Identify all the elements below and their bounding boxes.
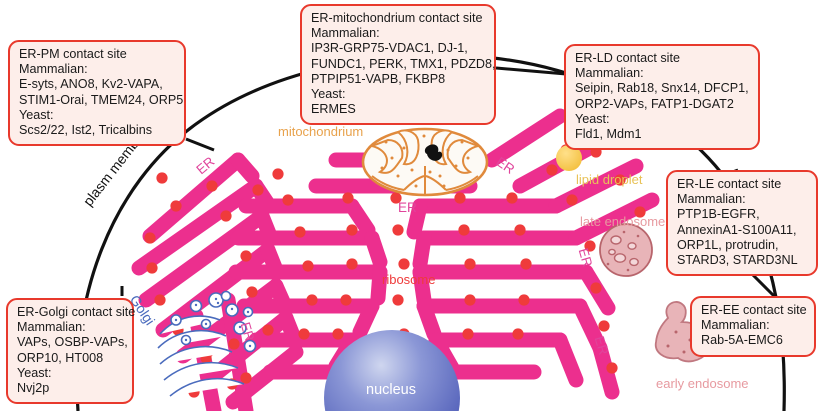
callout-er-golgi-line-5: Nvj2p (17, 381, 50, 396)
callout-er-golgi-line-1: Mammalian: (17, 320, 86, 335)
callout-er-pm-line-5: Scs2/22, Ist2, Tricalbins (19, 123, 152, 138)
callout-er-ld-line-5: Fld1, Mdm1 (575, 127, 642, 142)
leader-er-ld (500, 74, 556, 88)
callout-er-le[interactable]: ER-LE contact site Mammalian: PTP1B-EGFR… (666, 170, 818, 277)
callout-er-golgi-line-2: VAPs, OSBP-VAPs, (17, 335, 128, 350)
callout-er-pm[interactable]: ER-PM contact site Mammalian: E-syts, AN… (8, 40, 186, 147)
callout-er-ee-line-0: ER-EE contact site (701, 303, 807, 317)
callout-er-mito-line-3: FUNDC1, PERK, TMX1, PDZD8, (311, 56, 496, 71)
callout-er-pm-line-3: STIM1-Orai, TMEM24, ORP5 (19, 92, 184, 107)
callout-er-ee[interactable]: ER-EE contact site Mammalian: Rab-5A-EMC… (690, 296, 816, 357)
callout-er-mito-line-6: ERMES (311, 102, 356, 117)
label-er-2: ER (398, 200, 417, 215)
callout-er-le-line-1: Mammalian: (677, 192, 746, 207)
leader-er-mito (495, 66, 567, 76)
nucleus (324, 330, 460, 411)
golgi-apparatus (157, 290, 257, 397)
callout-er-ld-line-2: Seipin, Rab18, Snx14, DFCP1, (575, 81, 749, 96)
callout-er-pm-line-0: ER-PM contact site (19, 47, 127, 61)
callout-er-pm-line-1: Mammalian: (19, 62, 88, 77)
callout-er-golgi-line-4: Yeast: (17, 365, 52, 380)
callout-er-mito-line-1: Mammalian: (311, 26, 380, 41)
callout-er-ld-line-0: ER-LD contact site (575, 51, 680, 65)
callout-er-ld-line-4: Yeast: (575, 111, 610, 126)
callout-er-golgi[interactable]: ER-Golgi contact site Mammalian: VAPs, O… (6, 298, 136, 405)
callout-er-le-line-5: STARD3, STARD3NL (677, 253, 798, 268)
callout-er-le-line-0: ER-LE contact site (677, 177, 782, 191)
callout-er-le-line-3: AnnexinA1-S100A11, (677, 222, 797, 237)
callout-er-le-line-2: PTP1B-EGFR, (677, 207, 760, 222)
callout-er-pm-line-2: E-syts, ANO8, Kv2-VAPA, (19, 77, 163, 92)
mitochondrion (361, 127, 489, 197)
callout-er-ld[interactable]: ER-LD contact site Mammalian: Seipin, Ra… (564, 44, 760, 151)
callout-er-mito-line-5: Yeast: (311, 87, 346, 102)
callout-er-ld-line-1: Mammalian: (575, 66, 644, 81)
callout-er-mitochondrium[interactable]: ER-mitochondrium contact site Mammalian:… (300, 4, 496, 126)
callout-er-le-line-4: ORP1L, protrudin, (677, 237, 779, 252)
callout-er-ld-line-3: ORP2-VAPs, FATP1-DGAT2 (575, 96, 734, 111)
callout-er-mito-line-4: PTPIP51-VAPB, FKBP8 (311, 71, 446, 86)
callout-er-pm-line-4: Yeast: (19, 107, 54, 122)
leader-er-pm (185, 137, 215, 152)
callout-er-golgi-line-3: ORP10, HT008 (17, 350, 104, 365)
callout-er-golgi-line-0: ER-Golgi contact site (17, 305, 136, 319)
callout-er-ee-line-1: Mammalian: (701, 318, 770, 333)
lipid-droplet (556, 145, 582, 171)
callout-er-mito-line-2: IP3R-GRP75-VDAC1, DJ-1, (311, 41, 468, 56)
callout-er-mito-line-0: ER-mitochondrium contact site (311, 11, 483, 25)
late-endosome (599, 223, 653, 277)
callout-er-ee-line-2: Rab-5A-EMC6 (701, 333, 783, 348)
